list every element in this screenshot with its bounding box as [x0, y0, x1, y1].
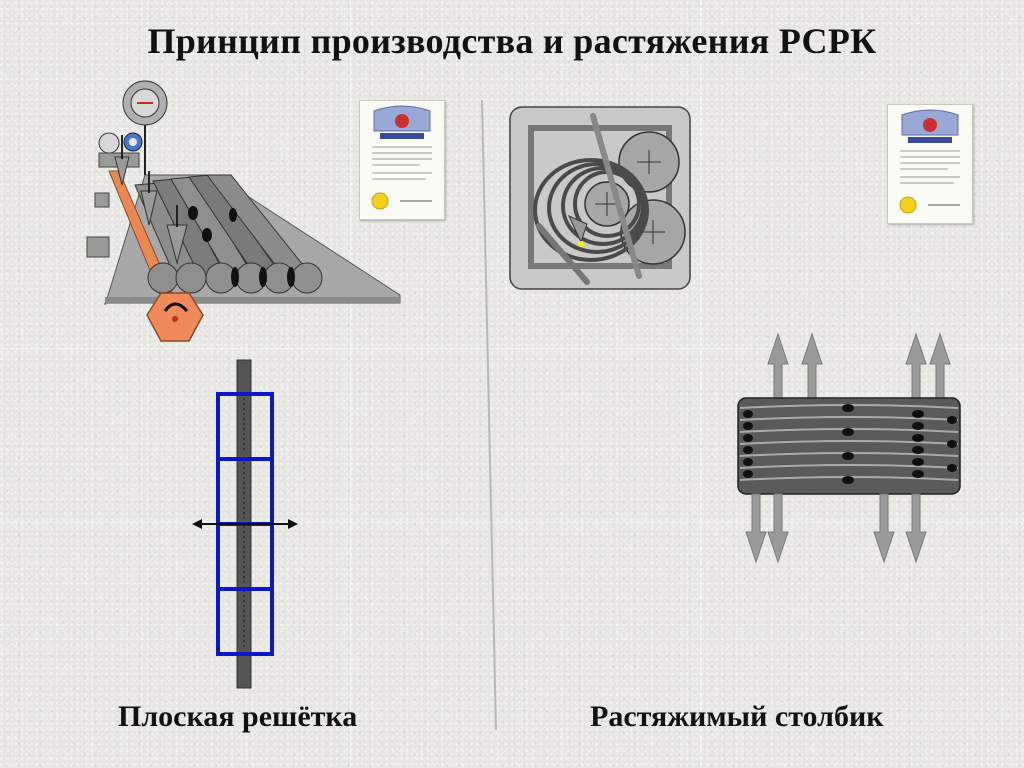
page-title: Принцип производства и растяжения РСРК [147, 21, 877, 61]
caption-stretch-column: Растяжимый столбик [590, 700, 884, 733]
flat-grid-diagram [192, 359, 298, 689]
stretch-column-diagram [737, 332, 961, 564]
coil-machine-diagram [509, 106, 691, 290]
tile-seam [0, 522, 1024, 523]
caption-flat-grid: Плоская решётка [118, 700, 358, 733]
patent-certificate-icon [359, 100, 445, 220]
production-machine-diagram [86, 80, 401, 342]
tile-seam [0, 348, 1024, 349]
patent-certificate-icon [887, 104, 973, 224]
tile-seam [700, 0, 701, 768]
tile-seam [350, 0, 351, 768]
patent-certificate-icon-art [371, 105, 432, 210]
patent-certificate-icon-art [899, 109, 960, 214]
